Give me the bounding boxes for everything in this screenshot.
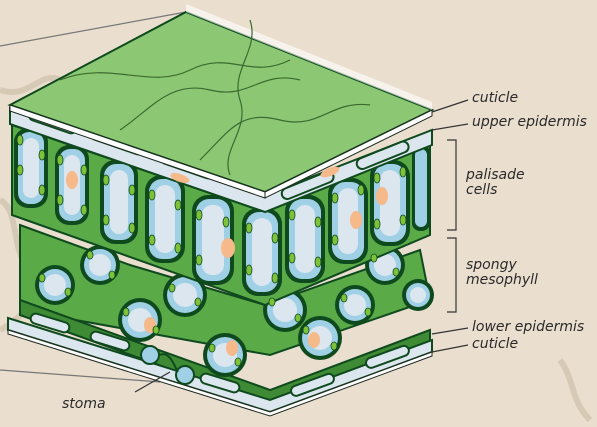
label-upper-epidermis: upper epidermis <box>472 115 587 130</box>
palisade-cell <box>412 145 430 231</box>
spongy-cell <box>118 298 162 342</box>
label-palisade-line1: palisade <box>466 168 525 183</box>
palisade-cell <box>192 195 235 285</box>
spongy-cell <box>298 316 342 360</box>
label-spongy-line2: mesophyll <box>466 273 538 288</box>
label-cuticle-top: cuticle <box>472 91 518 106</box>
label-cuticle-bottom: cuticle <box>472 337 518 352</box>
spongy-cell <box>335 285 375 325</box>
palisade-bracket <box>447 140 456 230</box>
label-lower-epidermis: lower epidermis <box>472 320 584 335</box>
label-palisade-cells: palisade cells <box>466 168 525 198</box>
spongy-cell <box>35 265 75 305</box>
spongy-bracket <box>447 238 456 312</box>
label-stoma: stoma <box>62 397 106 412</box>
palisade-cell <box>285 195 325 283</box>
label-palisade-line2: cells <box>466 183 525 198</box>
label-spongy-mesophyll: spongy mesophyll <box>466 258 538 288</box>
spongy-cell <box>402 279 434 311</box>
spongy-cell <box>203 333 247 377</box>
label-spongy-line1: spongy <box>466 258 538 273</box>
